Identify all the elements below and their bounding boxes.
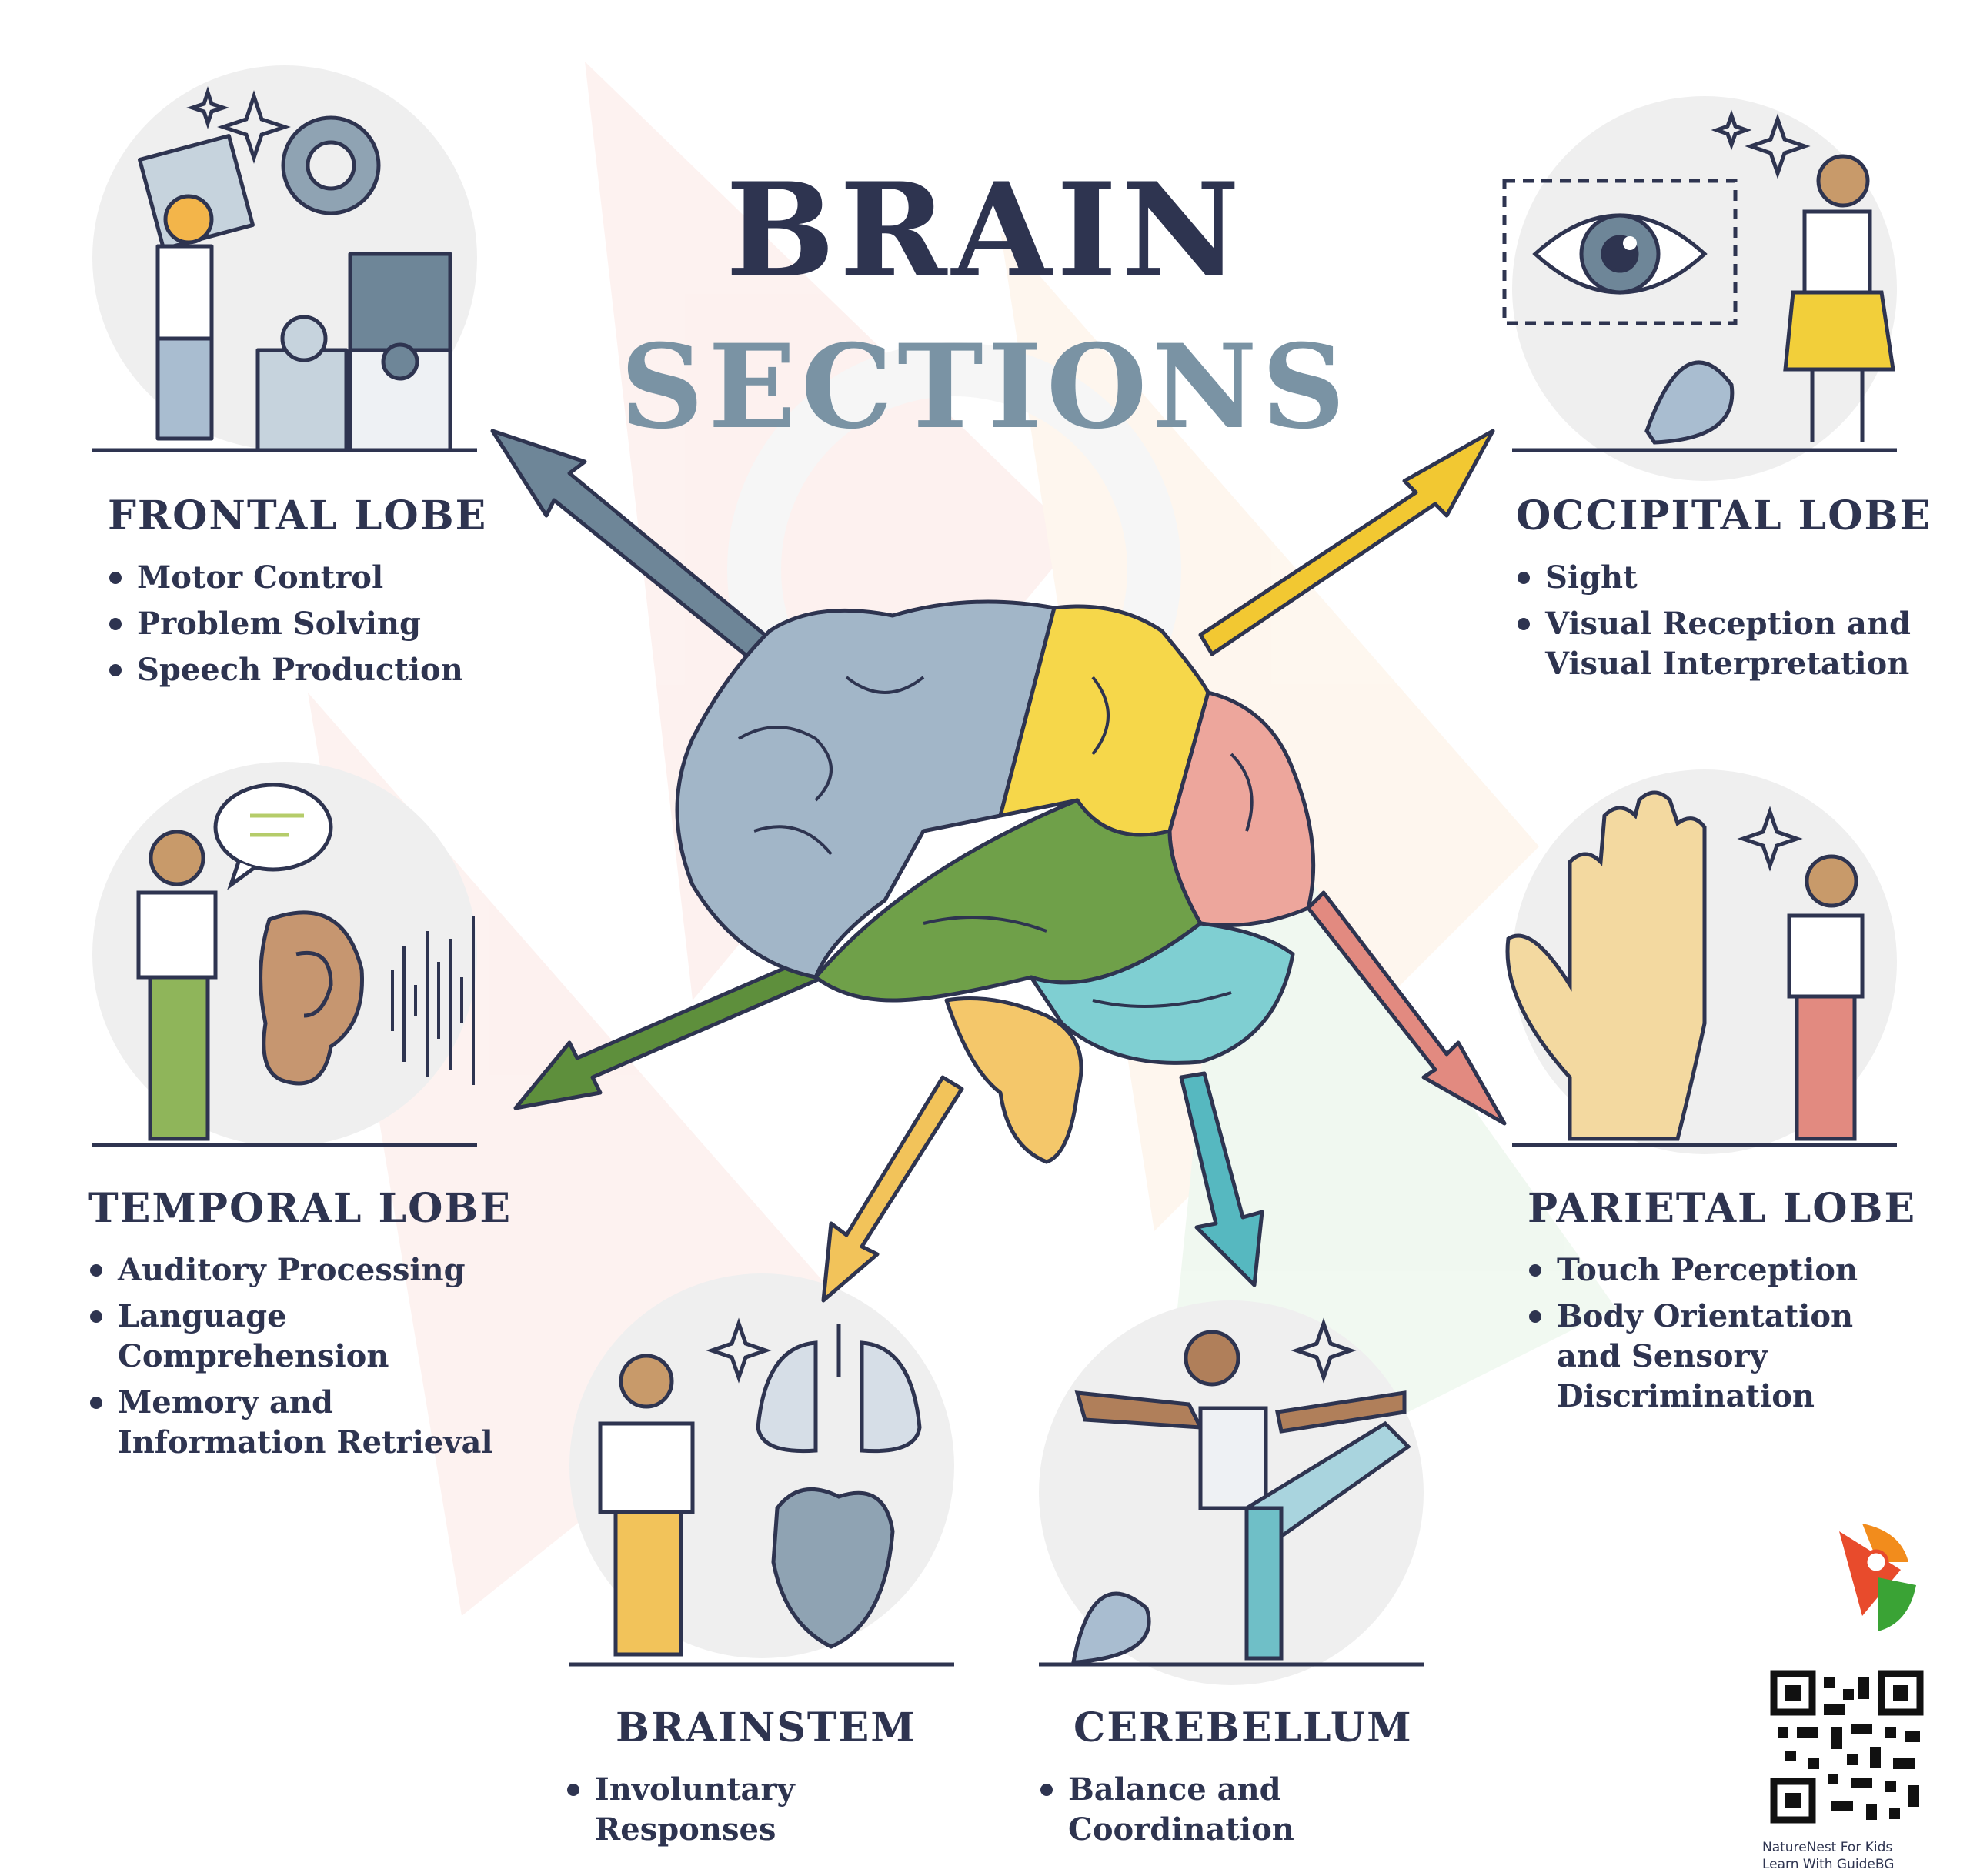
- man-figure-icon: [598, 1354, 695, 1657]
- section-heading: CEREBELLUM: [1073, 1704, 1413, 1751]
- parietal-lobe-section: PARIETAL LOBE Touch Perception Body Orie…: [1528, 1185, 1916, 1423]
- section-heading: BRAINSTEM: [616, 1704, 917, 1751]
- lungs-icon: [756, 1324, 922, 1454]
- list-item: Sight: [1516, 558, 1932, 598]
- speech-bubble-icon: [213, 783, 333, 890]
- list-item: Body Orientation and Sensory Discriminat…: [1528, 1297, 1865, 1417]
- title-line-2: SECTIONS: [620, 319, 1350, 455]
- hand-icon: [1505, 790, 1707, 1141]
- list-item: Language Comprehension: [88, 1297, 389, 1377]
- credit-line-2: Learn With GuideBG: [1762, 1857, 1895, 1872]
- credit-line-1: NatureNest For Kids: [1762, 1840, 1893, 1855]
- section-list: Touch Perception Body Orientation and Se…: [1528, 1250, 1866, 1417]
- frontal-lobe-section: FRONTAL LOBE Motor Control Problem Solvi…: [108, 492, 487, 696]
- temporal-lobe-section: TEMPORAL LOBE Auditory Processing Langua…: [88, 1185, 512, 1469]
- list-item: Motor Control: [108, 558, 487, 598]
- brainstem-region: [944, 996, 1084, 1164]
- brain-diagram: [675, 599, 1316, 1164]
- boy-figure-icon: [136, 830, 218, 1141]
- temporal-region: [813, 798, 1203, 1003]
- title-line-1: BRAIN: [725, 154, 1245, 306]
- occipital-illustration-circle: [1512, 96, 1897, 481]
- sparkle-icon: [706, 1317, 772, 1384]
- credit-text: NatureNest For Kids Learn With GuideBG: [1762, 1839, 1916, 1873]
- ear-icon: [259, 910, 364, 1086]
- cerebellum-section: CEREBELLUM Balance and Coordination: [1039, 1704, 1413, 1856]
- arrow-to-occipital: [1198, 429, 1495, 656]
- heart-icon: [771, 1487, 895, 1649]
- brainstem-section: BRAINSTEM Involuntary Responses: [566, 1704, 917, 1856]
- brand-logo-icon: [1839, 1524, 1916, 1631]
- woman-figure-icon: [1644, 154, 1895, 445]
- arrow-to-frontal: [490, 429, 772, 664]
- qr-code-icon: [1770, 1670, 1924, 1824]
- sparkle-icon: [186, 86, 291, 164]
- boy-figure-icon: [1787, 854, 1865, 1141]
- arrow-to-temporal: [513, 956, 826, 1110]
- list-item: Involuntary Responses: [566, 1770, 827, 1850]
- section-heading: PARIETAL LOBE: [1528, 1185, 1917, 1232]
- section-heading: FRONTAL LOBE: [108, 492, 488, 539]
- cerebellum-region: [1029, 921, 1295, 1065]
- list-item: Memory and Information Retrieval: [88, 1383, 518, 1463]
- section-heading: OCCIPITAL LOBE: [1516, 492, 1932, 539]
- list-item: Visual Reception and Visual Interpretati…: [1516, 604, 1932, 684]
- arrow-to-brainstem: [821, 1075, 964, 1303]
- section-list: Sight Visual Reception and Visual Interp…: [1516, 558, 1932, 684]
- section-list: Involuntary Responses: [566, 1770, 827, 1850]
- section-heading: TEMPORAL LOBE: [88, 1185, 512, 1232]
- arrow-to-cerebellum: [1179, 1071, 1264, 1287]
- list-item: Touch Perception: [1528, 1250, 1866, 1290]
- list-item: Speech Production: [108, 650, 487, 690]
- list-item: Auditory Processing: [88, 1250, 504, 1290]
- list-item: Problem Solving: [108, 604, 487, 644]
- list-item: Balance and Coordination: [1039, 1770, 1301, 1850]
- sparkle-icon: [1737, 806, 1803, 872]
- sparkle-icon: [1711, 109, 1811, 179]
- eye-icon: [1502, 179, 1738, 325]
- occipital-lobe-section: OCCIPITAL LOBE Sight Visual Reception an…: [1516, 492, 1932, 690]
- sparkle-icon: [1291, 1317, 1357, 1384]
- section-list: Auditory Processing Language Comprehensi…: [88, 1250, 504, 1463]
- yoga-figure-icon: [1070, 1330, 1411, 1664]
- puzzle-gear-icon: [138, 115, 452, 452]
- soundwave-icon: [391, 916, 475, 1085]
- section-list: Balance and Coordination: [1039, 1770, 1301, 1850]
- section-list: Motor Control Problem Solving Speech Pro…: [108, 558, 487, 690]
- arrow-to-parietal: [1306, 890, 1507, 1126]
